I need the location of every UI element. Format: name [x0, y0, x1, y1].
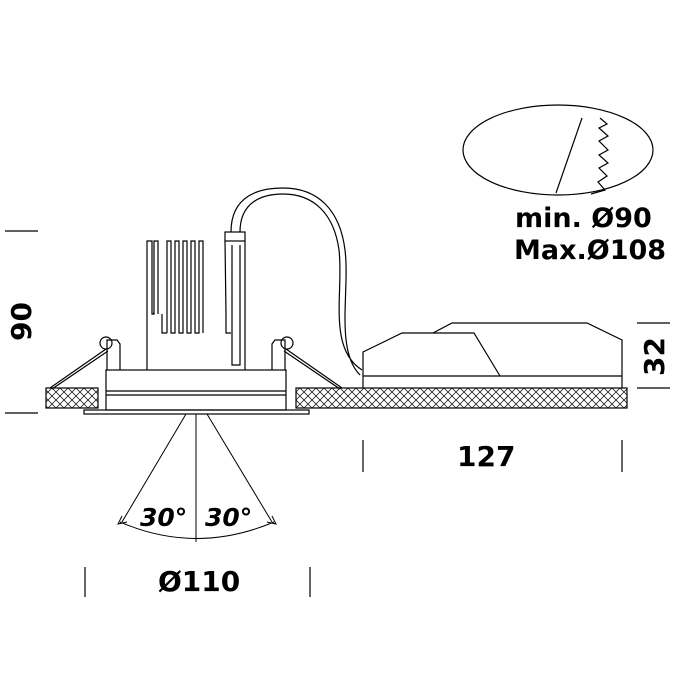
beam-angle-right: 30° [205, 503, 253, 532]
cutout-min: min. Ø90 [515, 203, 652, 234]
cutout-ellipse [462, 104, 654, 196]
luminaire-body [105, 339, 287, 411]
beam-angle [117, 413, 277, 542]
height-dimension: 90 [4, 302, 38, 341]
ceiling-board-left [45, 387, 99, 409]
flange [83, 409, 310, 415]
cutout-max: Max.Ø108 [514, 235, 667, 266]
heatsink [146, 231, 246, 370]
driver [362, 322, 623, 388]
ceiling-board-right [295, 387, 628, 409]
beam-angle-left: 30° [140, 503, 188, 532]
cable [230, 187, 363, 376]
mounting-springs [49, 336, 343, 390]
driver-length-dimension: 127 [457, 440, 516, 473]
diameter-dimension: Ø110 [158, 565, 241, 598]
driver-height-dimension: 32 [637, 337, 671, 376]
dimension-lines [5, 230, 670, 597]
